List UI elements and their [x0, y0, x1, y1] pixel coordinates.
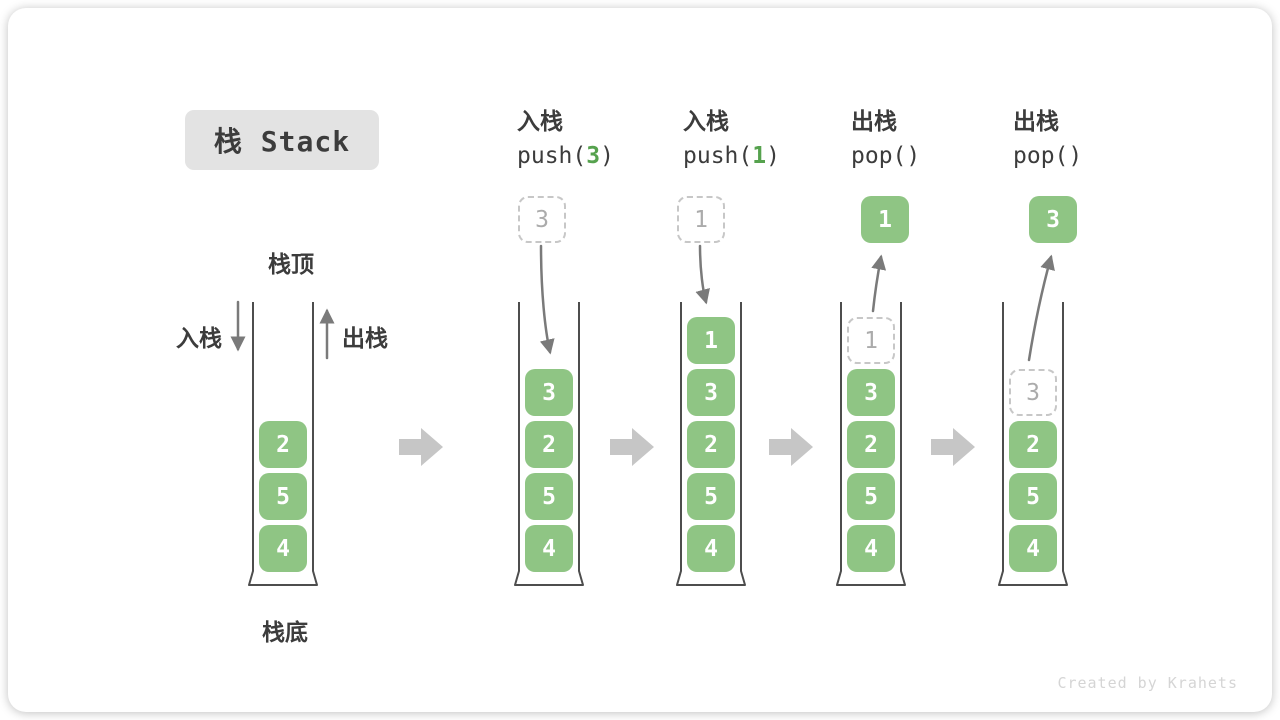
- ghost-cell: 3: [1009, 369, 1057, 416]
- stack-cell: 4: [687, 525, 735, 572]
- op-code-label: push(3): [517, 143, 614, 169]
- stack-cell: 3: [847, 369, 895, 416]
- title-badge: 栈 Stack: [185, 110, 379, 170]
- op-code-label: pop(): [851, 143, 921, 169]
- stack-cell: 1: [687, 317, 735, 364]
- page-title: 栈 Stack: [213, 125, 351, 158]
- stack-cell: 4: [847, 525, 895, 572]
- flow-arrow-icon: [610, 428, 654, 466]
- stack-container: [836, 302, 906, 586]
- stack-cell: 4: [525, 525, 573, 572]
- stack-containers: [248, 302, 1068, 586]
- stack-top-label: 栈顶: [268, 251, 314, 277]
- push-side-label: 入栈: [176, 325, 222, 351]
- stack-cell: 4: [1009, 525, 1057, 572]
- stack-cell: 5: [847, 473, 895, 520]
- stack-container: [248, 302, 318, 586]
- stack-cell: 2: [259, 421, 307, 468]
- stack-cell: 2: [525, 421, 573, 468]
- watermark: Created by Krahets: [1057, 674, 1238, 692]
- stack-cell: 5: [259, 473, 307, 520]
- pop-curve-arrow-1: [871, 254, 887, 313]
- push-curve-arrow-2: [695, 244, 710, 305]
- op-action-label: 入栈: [683, 108, 729, 134]
- operation-label-group: 入栈 push(1): [683, 105, 780, 172]
- float-solid-cell: 3: [1029, 196, 1077, 243]
- flow-arrow-icon: [769, 428, 813, 466]
- operation-label-group: 入栈 push(3): [517, 105, 614, 172]
- op-action-label: 出栈: [851, 108, 897, 134]
- stack-cell: 3: [687, 369, 735, 416]
- push-curve-arrow-1: [539, 244, 555, 355]
- flow-arrow-icon: [931, 428, 975, 466]
- pop-side-label: 出栈: [342, 325, 388, 351]
- op-code-label: pop(): [1013, 143, 1083, 169]
- stack-container: [514, 302, 584, 586]
- flow-arrows: [399, 428, 975, 466]
- stack-container: [676, 302, 746, 586]
- flow-arrow-icon: [399, 428, 443, 466]
- stack-container: [998, 302, 1068, 586]
- stack-cell: 4: [259, 525, 307, 572]
- op-action-label: 出栈: [1013, 108, 1059, 134]
- operation-label-group: 出栈 pop(): [851, 105, 920, 172]
- op-action-label: 入栈: [517, 108, 563, 134]
- stack-cell: 2: [847, 421, 895, 468]
- stack-cell: 3: [525, 369, 573, 416]
- float-ghost-cell: 3: [518, 196, 566, 243]
- float-solid-cell: 1: [861, 196, 909, 243]
- float-ghost-cell: 1: [677, 196, 725, 243]
- operation-label-group: 出栈 pop(): [1013, 105, 1082, 172]
- stack-cell: 5: [1009, 473, 1057, 520]
- pop-curve-arrow-2: [1027, 254, 1055, 362]
- stack-cell: 5: [525, 473, 573, 520]
- stack-bottom-label: 栈底: [262, 619, 308, 645]
- motion-arrows: [230, 244, 1055, 362]
- ghost-cell: 1: [847, 317, 895, 364]
- stack-cell: 2: [687, 421, 735, 468]
- stack-cell: 5: [687, 473, 735, 520]
- op-code-label: push(1): [683, 143, 780, 169]
- stack-cell: 2: [1009, 421, 1057, 468]
